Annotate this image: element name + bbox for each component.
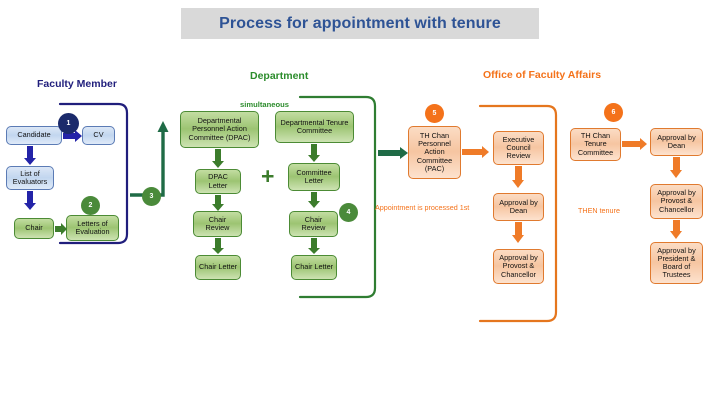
page-title: Process for appointment with tenure	[219, 14, 501, 32]
arrow-dpac-letter-to-chair-review-head	[212, 204, 224, 211]
node-dpac-chair-review[interactable]: Chair Review	[193, 211, 242, 237]
node-cv[interactable]: CV	[82, 126, 115, 145]
bracket-faculty-member	[58, 102, 129, 245]
step-circle-4: 4	[339, 203, 358, 222]
step-circle-5: 5	[425, 104, 444, 123]
node-executive-council-review[interactable]: Executive Council Review	[493, 131, 544, 165]
bracket-office-of-faculty-affairs	[478, 104, 558, 323]
label-simultaneous: simultaneous	[240, 100, 289, 109]
node-list-of-evaluators[interactable]: List of Evaluators	[6, 166, 54, 190]
arrow-committee-letter-to-chair-review-head	[308, 201, 320, 208]
arrow-chair-to-letters-shaft	[55, 225, 61, 232]
node-committee-letter[interactable]: Committee Letter	[288, 163, 340, 191]
section-header-office-of-faculty-affairs: Office of Faculty Affairs	[483, 69, 602, 81]
node-th-chan-tenure-committee[interactable]: TH Chan Tenure Committee	[570, 128, 621, 161]
arrow-candidate-to-list-shaft	[27, 146, 33, 158]
node-dpac-letter[interactable]: DPAC Letter	[195, 169, 241, 194]
arrow-dtc-chair-review-to-chair-letter-shaft	[311, 238, 317, 248]
step-circle-3: 3	[142, 187, 161, 206]
node-chair[interactable]: Chair	[14, 218, 54, 239]
node-approval-by-provost-chancellor-tenure[interactable]: Approval by Provost & Chancellor	[650, 184, 703, 219]
arrow-list-to-chair-shaft	[27, 191, 33, 203]
elbow-arrow-head-faculty-to-department	[157, 121, 169, 132]
arrow-list-to-chair-head	[24, 203, 36, 210]
plus-sign: +	[261, 163, 275, 189]
arrow-dpac-letter-to-chair-review-shaft	[215, 195, 221, 204]
arrow-provost-to-president-head	[670, 231, 682, 239]
bracket-department	[298, 95, 377, 299]
arrow-candidate-to-list-head	[24, 158, 36, 165]
node-dtc-chair-letter[interactable]: Chair Letter	[291, 255, 337, 280]
arrow-executive-council-to-dean-shaft	[515, 166, 522, 180]
node-letters-of-evaluation[interactable]: Letters of Evaluation	[66, 215, 119, 241]
arrow-executive-council-to-dean-head	[512, 180, 524, 188]
arrow-pac-to-executive-council-shaft	[462, 149, 482, 155]
node-approval-by-dean-appointment[interactable]: Approval by Dean	[493, 193, 544, 221]
arrow-dpac-to-dpac-letter-shaft	[215, 149, 221, 161]
arrow-dtc-chair-review-to-chair-letter-head	[308, 248, 320, 254]
annotation-then-tenure: THEN tenure	[578, 206, 620, 215]
step-circle-6: 6	[604, 103, 623, 122]
arrow-dean-to-provost-appointment-shaft	[515, 222, 522, 235]
node-approval-by-provost-chancellor-appointment[interactable]: Approval by Provost & Chancellor	[493, 249, 544, 284]
arrow-dtc-to-committee-letter-shaft	[311, 144, 317, 155]
page-title-bar: Process for appointment with tenure	[181, 8, 539, 39]
arrow-candidate-to-cv-shaft	[63, 132, 75, 139]
arrow-dpac-chair-review-to-chair-letter-head	[212, 248, 224, 254]
elbow-arrow-faculty-to-department	[130, 130, 165, 197]
section-header-department: Department	[250, 70, 309, 82]
arrow-chair-to-letters-head	[61, 222, 67, 235]
arrow-provost-to-president-shaft	[673, 220, 680, 231]
arrow-dpac-chair-review-to-chair-letter-shaft	[215, 238, 221, 248]
node-departmental-tenure-committee[interactable]: Departmental Tenure Committee	[275, 111, 354, 143]
arrow-candidate-to-cv-head	[75, 129, 82, 142]
arrow-dean-to-provost-tenure-head	[670, 170, 682, 178]
arrow-pac-to-executive-council-head	[482, 146, 489, 158]
node-approval-by-dean-tenure[interactable]: Approval by Dean	[650, 128, 703, 156]
arrow-dtc-to-committee-letter-head	[308, 155, 320, 162]
section-header-faculty-member: Faculty Member	[37, 78, 117, 90]
node-approval-by-president-board[interactable]: Approval by President & Board of Trustee…	[650, 242, 703, 284]
node-pac[interactable]: TH Chan Personnel Action Committee (PAC)	[408, 126, 461, 179]
node-candidate[interactable]: Candidate	[6, 126, 62, 145]
arrow-tenure-committee-to-dean-head	[640, 138, 647, 150]
node-dpac-chair-letter[interactable]: Chair Letter	[195, 255, 241, 280]
arrow-department-to-pac-shaft	[378, 150, 400, 156]
node-dtc-chair-review[interactable]: Chair Review	[289, 211, 338, 237]
arrow-tenure-committee-to-dean-shaft	[622, 141, 640, 147]
arrow-department-to-pac-head	[400, 147, 408, 159]
arrow-dpac-to-dpac-letter-head	[212, 161, 224, 168]
arrow-dean-to-provost-tenure-shaft	[673, 157, 680, 170]
step-circle-2: 2	[81, 196, 100, 215]
arrow-dean-to-provost-appointment-head	[512, 235, 524, 243]
step-circle-1: 1	[58, 113, 79, 134]
arrow-committee-letter-to-chair-review-shaft	[311, 192, 317, 201]
node-dpac[interactable]: Departmental Personnel Action Committee …	[180, 111, 259, 148]
annotation-appointment-first: Appointment is processed 1st	[375, 203, 470, 212]
